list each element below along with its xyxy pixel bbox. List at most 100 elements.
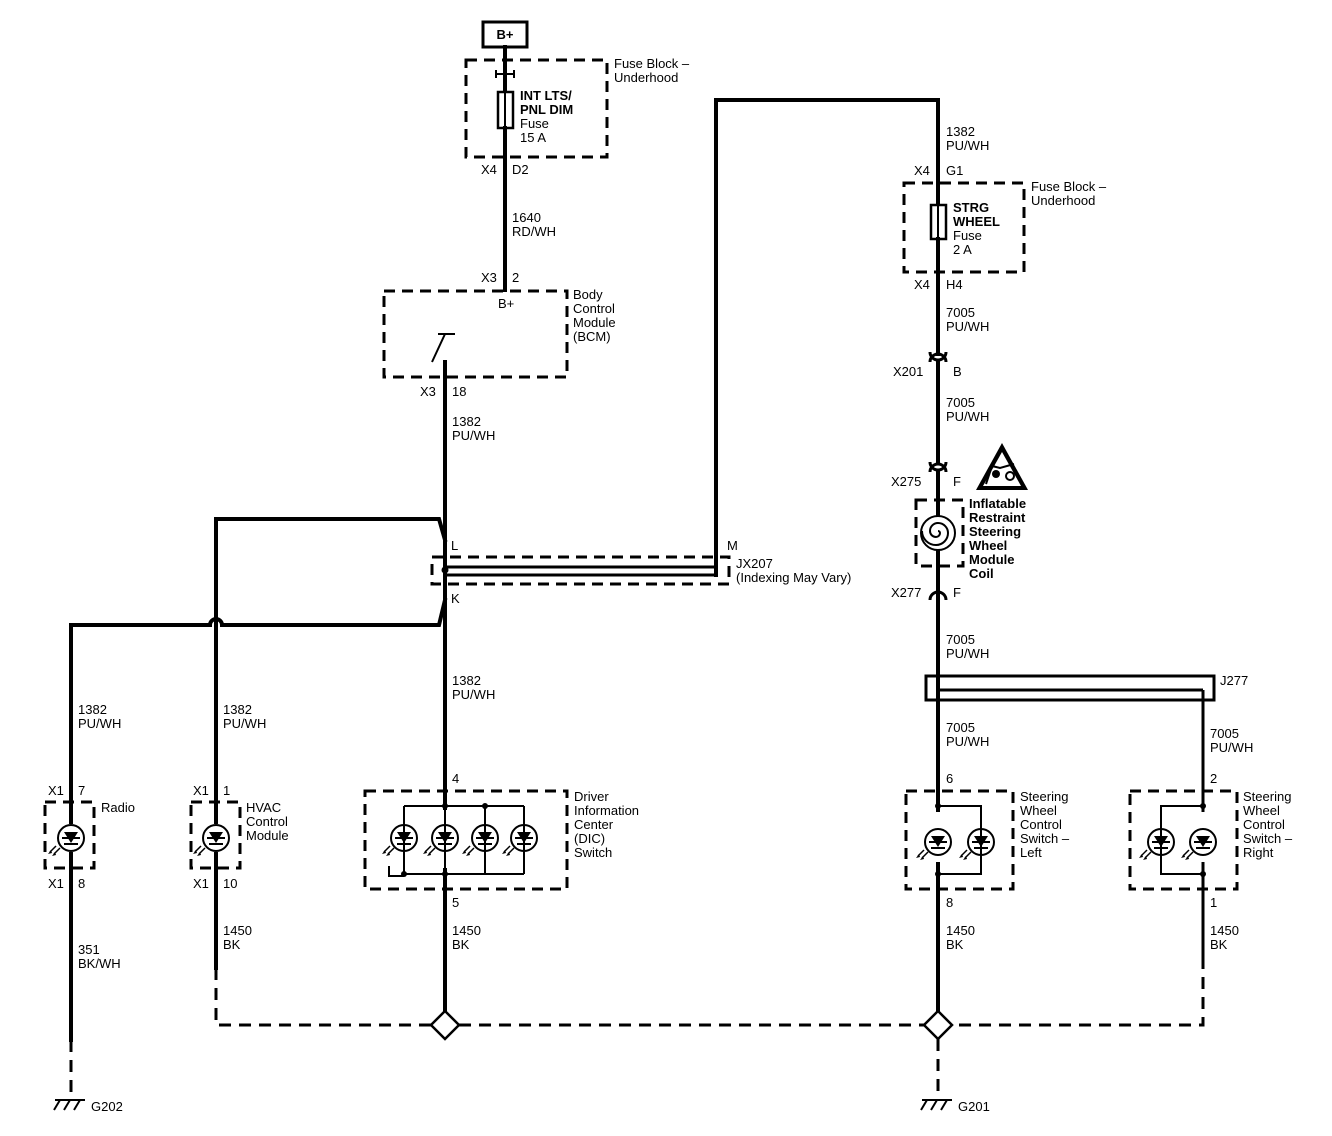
steering-wheel-control-switch-left: Steering Wheel Control Switch – Left (904, 789, 1070, 891)
bcm-name-2: Control (573, 301, 615, 316)
bcm-name-4: (BCM) (573, 329, 611, 344)
fuse-strg-rating: 2 A (953, 242, 972, 257)
wire-1382-radio-color: PU/WH (78, 716, 121, 731)
swc-right-name-1: Steering (1243, 789, 1291, 804)
swc-left-name-4: Switch – (1020, 831, 1070, 846)
ground-g201-label: G201 (958, 1099, 990, 1114)
airbag-warning-icon (976, 443, 1028, 490)
fuse-int-lts-label-1: INT LTS/ (520, 88, 572, 103)
coil-name-6: Coil (969, 566, 994, 581)
x201-pin: B (953, 364, 962, 379)
swc-right-input-pin: 2 (1210, 771, 1217, 786)
dic-name-5: Switch (574, 845, 612, 860)
wire-351-color: BK/WH (78, 956, 121, 971)
wire-7005-right-color: PU/WH (1210, 740, 1253, 755)
wire-1450-left-circuit: 1450 (946, 923, 975, 938)
hvac-input-connector: X1 (193, 783, 209, 798)
fuse-block-underhood-top: Fuse Block – Underhood INT LTS/ PNL DIM … (464, 56, 690, 159)
bcm-name-3: Module (573, 315, 616, 330)
steering-wheel-control-switch-right: Steering Wheel Control Switch – Right (1128, 789, 1293, 891)
dic-name-3: Center (574, 817, 614, 832)
wire-1640-circuit: 1640 (512, 210, 541, 225)
wire-1382-bcm-color: PU/WH (452, 428, 495, 443)
jx207-pin-l: L (451, 538, 458, 553)
wire-1382-right-color: PU/WH (946, 138, 989, 153)
swc-right-name-3: Control (1243, 817, 1285, 832)
hvac-output-pin: 10 (223, 876, 237, 891)
dic-name-4: (DIC) (574, 831, 605, 846)
bcm-input-connector: X3 (481, 270, 497, 285)
bcm-bplus-label: B+ (498, 296, 514, 311)
wire-1382-hvac-circuit: 1382 (223, 702, 252, 717)
jx207-pin-m: M (727, 538, 738, 553)
fuse-strg-label-1: STRG (953, 200, 989, 215)
ground-g201-icon (920, 1099, 952, 1111)
radio-output-pin: 8 (78, 876, 85, 891)
fuse-top-pin: D2 (512, 162, 529, 177)
j277-name: J277 (1220, 673, 1248, 688)
wire-7005-left-color: PU/WH (946, 734, 989, 749)
coil-name-1: Inflatable (969, 496, 1026, 511)
wire-7005-c-color: PU/WH (946, 646, 989, 661)
wire-7005-b-circuit: 7005 (946, 395, 975, 410)
ground-splice-left (429, 1009, 461, 1041)
wire-1382-bcm-circuit: 1382 (452, 414, 481, 429)
hvac-name-2: Control (246, 814, 288, 829)
wire-1382-radio-circuit: 1382 (78, 702, 107, 717)
fuse-block-underhood-right: Fuse Block – Underhood STRG WHEEL Fuse 2… (902, 174, 1107, 274)
coil-name-5: Module (969, 552, 1015, 567)
connector-x277 (928, 590, 948, 601)
driver-information-center-switch: Driver Information Center (DIC) Switch (363, 789, 639, 891)
ground-g202-icon (53, 1099, 85, 1111)
strg-fuse-output-pin: H4 (946, 277, 963, 292)
ground-g202-label: G202 (91, 1099, 123, 1114)
wire-1640-color: RD/WH (512, 224, 556, 239)
fuse-strg-label-2: WHEEL (953, 214, 1000, 229)
fuse-top-connector: X4 (481, 162, 497, 177)
fuse-strg-label-3: Fuse (953, 228, 982, 243)
fuse-int-lts-label-2: PNL DIM (520, 102, 573, 117)
wire-1450-left-color: BK (946, 937, 964, 952)
x277-name: X277 (891, 585, 921, 600)
wire-1382-hvac-color: PU/WH (223, 716, 266, 731)
coil-name-2: Restraint (969, 510, 1026, 525)
coil-name-3: Steering (969, 524, 1021, 539)
bcm-switch-icon (431, 333, 455, 363)
jx207-name: JX207 (736, 556, 773, 571)
bcm-output-pin: 18 (452, 384, 466, 399)
radio-output-connector: X1 (48, 876, 64, 891)
x275-name: X275 (891, 474, 921, 489)
wire-1450-right-color: BK (1210, 937, 1228, 952)
radio-input-pin: 7 (78, 783, 85, 798)
bcm-output-connector: X3 (420, 384, 436, 399)
swc-left-name-1: Steering (1020, 789, 1068, 804)
x275-pin: F (953, 474, 961, 489)
swc-left-name-3: Control (1020, 817, 1062, 832)
hvac-input-pin: 1 (223, 783, 230, 798)
fuse-block-right-name-1: Fuse Block – (1031, 179, 1107, 194)
wire-7005-a-color: PU/WH (946, 319, 989, 334)
swc-right-name-4: Switch – (1243, 831, 1293, 846)
fuse-block-top-name-2: Underhood (614, 70, 678, 85)
wire-1450-dic-color: BK (452, 937, 470, 952)
coil-spiral-icon (921, 521, 950, 547)
wire-7005-c-circuit: 7005 (946, 632, 975, 647)
jx207-pin-k: K (451, 591, 460, 606)
dic-name-2: Information (574, 803, 639, 818)
swc-left-name-5: Left (1020, 845, 1042, 860)
wire-1450-dic-circuit: 1450 (452, 923, 481, 938)
swc-left-name-2: Wheel (1020, 803, 1057, 818)
wire-1450-hvac-circuit: 1450 (223, 923, 252, 938)
dic-name-1: Driver (574, 789, 609, 804)
hvac-output-connector: X1 (193, 876, 209, 891)
jx207-note: (Indexing May Vary) (736, 570, 851, 585)
strg-fuse-input-pin: G1 (946, 163, 963, 178)
x201-name: X201 (893, 364, 923, 379)
wire-7005-a-circuit: 7005 (946, 305, 975, 320)
swc-left-output-pin: 8 (946, 895, 953, 910)
battery-positive-source: B+ (481, 20, 529, 49)
fuse-block-right-name-2: Underhood (1031, 193, 1095, 208)
swc-right-name-5: Right (1243, 845, 1274, 860)
wire-7005-left-circuit: 7005 (946, 720, 975, 735)
battery-positive-label: B+ (497, 27, 514, 42)
